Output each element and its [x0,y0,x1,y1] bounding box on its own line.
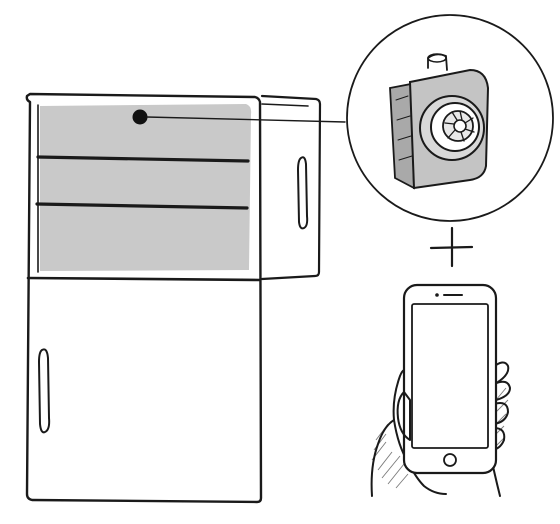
plus-icon [429,226,474,268]
fridge-divider [26,276,262,282]
camera-callout-line [146,116,346,123]
phone-front-camera [435,293,439,297]
camera-zoom-callout [346,14,554,222]
zoom-circle [346,14,554,222]
fridge-interior [40,104,252,271]
fridge-shelf-lower [35,202,249,210]
phone-home-button [443,453,457,467]
open-fridge-door [260,94,322,281]
mounted-camera-dot [132,109,148,125]
fridge-body [25,92,263,504]
hand-fingers [491,361,510,383]
refrigerator-icon [25,92,322,504]
open-door-handle [297,156,309,230]
phone-screen [411,303,489,449]
camera-lens-center [453,119,467,133]
camera-icon [389,53,490,190]
lower-door-handle [38,348,51,434]
fridge-shelf-upper [36,155,250,163]
smartphone-icon [396,283,498,475]
